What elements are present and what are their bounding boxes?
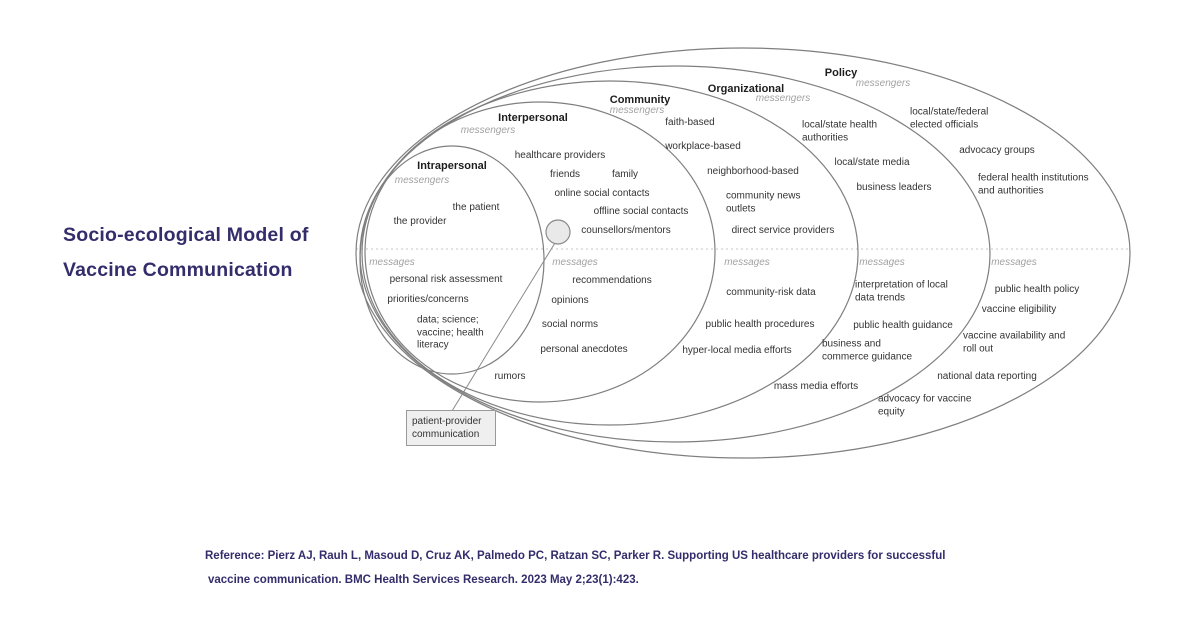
label-recommendations: recommendations <box>572 274 652 286</box>
page-title: Socio-ecological Model of Vaccine Commun… <box>63 218 309 288</box>
interpersonal-messengers-heading: messengers <box>460 124 516 136</box>
label-social-norms: social norms <box>541 318 599 330</box>
label-opinions: opinions <box>551 294 589 306</box>
label-interpretation-of-local-data-trends: interpretation of local data trends <box>855 279 948 304</box>
label-the-provider: the provider <box>393 215 447 227</box>
community-title: Community <box>609 93 671 106</box>
label-faith-based: faith-based <box>665 116 715 128</box>
label-community-news-outlets: community news outlets <box>726 190 801 215</box>
label-mass-media-efforts: mass media efforts <box>773 380 859 392</box>
label-vaccine-availability-and-roll-out: vaccine availability and roll out <box>963 330 1066 355</box>
label-local-state-federal-elected-officials: local/state/federal elected officials <box>910 106 989 131</box>
label-family: family <box>611 168 639 180</box>
interpersonal-title: Interpersonal <box>498 111 568 124</box>
policy-ellipse <box>355 47 1131 459</box>
label-priorities-concerns: priorities/concerns <box>387 293 469 305</box>
callout-connector-line <box>451 237 559 412</box>
label-public-health-procedures: public health procedures <box>705 318 815 330</box>
label-workplace-based: workplace-based <box>665 140 741 152</box>
label-direct-service-providers: direct service providers <box>731 224 835 236</box>
label-hyper-local-media-efforts: hyper-local media efforts <box>682 344 792 356</box>
label-online-social-contacts: online social contacts <box>554 187 650 199</box>
community-messengers-heading: messengers <box>609 104 665 116</box>
label-rumors: rumors <box>494 370 526 382</box>
label-national-data-reporting: national data reporting <box>937 370 1037 382</box>
policy-title: Policy <box>824 66 858 79</box>
label-community-risk-data: community-risk data <box>726 286 816 298</box>
label-offline-social-contacts: offline social contacts <box>593 205 689 217</box>
label-federal-health-institutions-and-authorities: federal health institutions and authorit… <box>978 172 1089 197</box>
label-advocacy-for-vaccine-equity: advocacy for vaccine equity <box>878 393 972 418</box>
label-data-science-vaccine-health-literacy: data; science; vaccine; health literacy <box>417 314 484 351</box>
label-the-patient: the patient <box>452 201 500 213</box>
intrapersonal-title: Intrapersonal <box>417 159 487 172</box>
label-public-health-policy: public health policy <box>994 283 1080 295</box>
label-neighborhood-based: neighborhood-based <box>707 165 799 177</box>
label-business-and-commerce-guidance: business and commerce guidance <box>822 338 913 363</box>
label-personal-risk-assessment: personal risk assessment <box>389 273 503 285</box>
reference-line2: vaccine communication. BMC Health Servic… <box>208 574 639 586</box>
label-vaccine-eligibility: vaccine eligibility <box>981 303 1057 315</box>
policy-messages-heading: messages <box>991 256 1037 268</box>
label-healthcare-providers: healthcare providers <box>514 149 606 161</box>
page-title-line1: Socio-ecological Model of <box>63 224 309 246</box>
reference-citation: Reference: Pierz AJ, Rauh L, Masoud D, C… <box>205 544 945 592</box>
community-messages-heading: messages <box>724 256 770 268</box>
label-counsellors-mentors: counsellors/mentors <box>581 224 671 236</box>
label-personal-anecdotes: personal anecdotes <box>540 343 628 355</box>
intrapersonal-messengers-heading: messengers <box>394 174 450 186</box>
reference-line1: Reference: Pierz AJ, Rauh L, Masoud D, C… <box>205 550 946 562</box>
label-public-health-guidance: public health guidance <box>853 319 953 331</box>
organizational-messages-heading: messages <box>859 256 905 268</box>
organizational-title: Organizational <box>707 82 785 95</box>
label-local-state-media: local/state media <box>834 156 910 168</box>
label-business-leaders: business leaders <box>856 181 932 193</box>
interpersonal-ellipse <box>364 101 716 403</box>
interpersonal-messages-heading: messages <box>552 256 598 268</box>
label-friends: friends <box>549 168 581 180</box>
organizational-messengers-heading: messengers <box>755 92 811 104</box>
hub-circle <box>545 219 571 245</box>
community-ellipse <box>361 80 859 426</box>
policy-messengers-heading: messengers <box>855 77 911 89</box>
page-title-line2: Vaccine Communication <box>63 259 293 281</box>
label-advocacy-groups: advocacy groups <box>959 144 1035 156</box>
patient-provider-communication-callout: patient-provider communication <box>406 410 496 446</box>
intrapersonal-messages-heading: messages <box>369 256 415 268</box>
label-local-state-health-authorities: local/state health authorities <box>802 119 878 144</box>
